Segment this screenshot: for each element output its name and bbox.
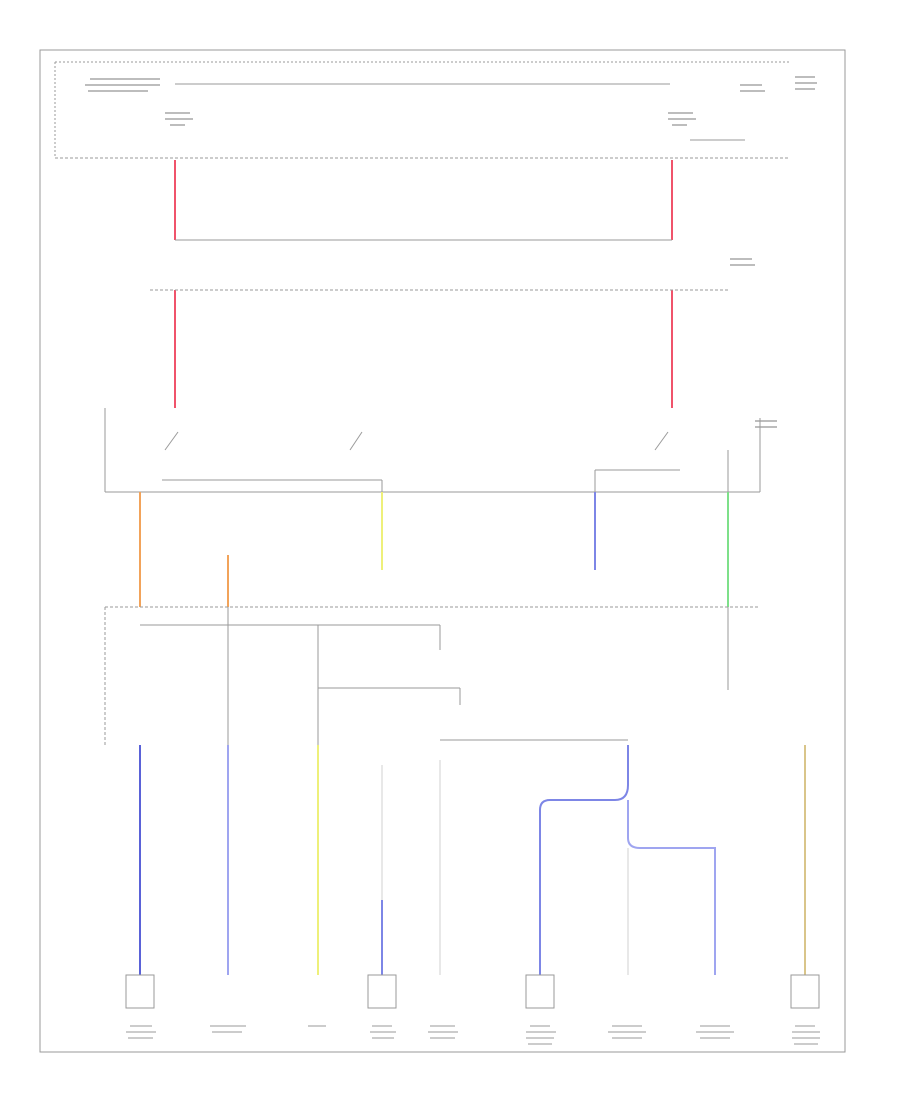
ignition-switch bbox=[104, 408, 761, 493]
fuse-box-top bbox=[54, 61, 790, 159]
oil-sensor-box bbox=[367, 974, 397, 1009]
junction-block bbox=[104, 606, 760, 745]
other-module-box bbox=[790, 974, 820, 1009]
mid-wires bbox=[139, 492, 729, 607]
component-boxes bbox=[125, 974, 820, 1009]
fuse-labels bbox=[85, 76, 817, 428]
abs-module-box bbox=[125, 974, 155, 1009]
body-module-box bbox=[525, 974, 555, 1009]
diagram-frame bbox=[39, 49, 846, 1053]
component-labels bbox=[126, 1025, 820, 1045]
red-wires bbox=[174, 160, 673, 408]
bottom-wires bbox=[139, 745, 806, 975]
